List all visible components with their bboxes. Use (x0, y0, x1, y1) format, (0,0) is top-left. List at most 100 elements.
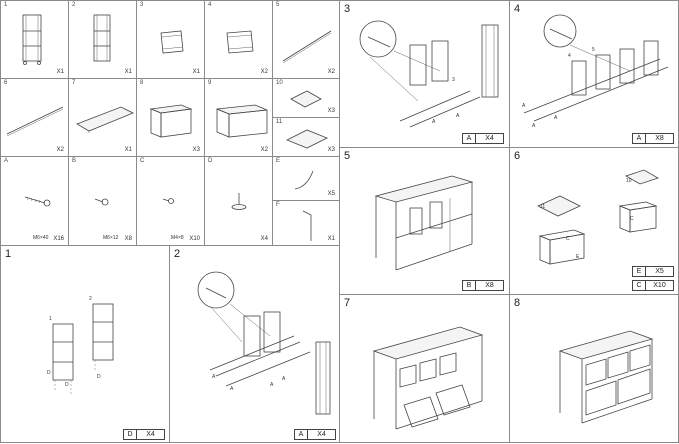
step-6-parts-tag-C: C X10 (632, 280, 674, 291)
tag-part: A (463, 134, 476, 143)
step-4-parts-tag: A X8 (632, 133, 674, 144)
part-qty: X3 (327, 147, 335, 153)
step-3-panel: 3 3 A A A X4 (339, 0, 510, 148)
callout-label: A (554, 115, 558, 121)
callout-label: C (566, 236, 570, 242)
part-7-panel: 7 X1 (68, 78, 137, 157)
part-number: 7 (72, 80, 76, 86)
hardware-A-panel: A M6×40 X16 (0, 156, 69, 246)
part-9-panel: 9 X2 (204, 78, 273, 157)
tag-part: A (633, 134, 646, 143)
callout-label: D (65, 382, 69, 388)
part-number: 11 (276, 119, 283, 125)
callout-label: 10 (626, 178, 632, 184)
callout-label: A (456, 113, 460, 119)
hardware-spec: M4×8 (171, 235, 184, 241)
side-frame-drawing (22, 14, 42, 65)
step-6-parts-tag-E: E X5 (632, 266, 674, 277)
tag-qty: X5 (655, 268, 664, 275)
hardware-qty: X8 (124, 236, 132, 242)
part-number: 6 (4, 80, 8, 86)
callout-label: 11 (540, 204, 546, 210)
step-number: 7 (344, 297, 351, 309)
step-5-panel: 5 B X8 (339, 147, 510, 295)
part-10-panel: 10 X3 (272, 78, 340, 118)
hardware-qty: X1 (327, 236, 335, 242)
step-3-parts-tag: A X4 (462, 133, 504, 144)
part-number: 4 (208, 2, 212, 8)
side-frame-drawing (93, 14, 111, 62)
long-bolt-drawing (24, 196, 51, 207)
part-1-panel: 1 X1 (0, 0, 69, 79)
hardware-spec: M6×40 (33, 235, 49, 241)
part-number: 1 (4, 2, 8, 8)
small-frame-drawing (160, 30, 184, 54)
callout-label: E (576, 254, 580, 260)
callout-label: A (212, 374, 216, 380)
step-1-panel: 1 1 2 D D D D X4 (0, 245, 170, 443)
part-qty: X1 (192, 69, 200, 75)
callout-label: D (47, 370, 51, 376)
callout-label: 1 (49, 316, 52, 322)
part-qty: X2 (260, 69, 268, 75)
step-4-panel: 4 4 5 A A A A X8 (509, 0, 679, 148)
step-2-panel: 2 A A A A A X4 (169, 245, 340, 443)
tag-part: E (633, 267, 646, 276)
callout-label: 3 (452, 77, 455, 83)
part-qty: X1 (124, 147, 132, 153)
long-rod-drawing (6, 106, 64, 137)
part-8-panel: 8 X3 (136, 78, 205, 157)
part-11-panel: 11 X3 (272, 117, 340, 157)
step-1-drawing (52, 303, 114, 396)
step-6-panel: 6 10 11 C C E E X5 C X10 (509, 147, 679, 295)
part-4-panel: 4 X2 (204, 0, 273, 79)
tag-part: B (463, 281, 476, 290)
tag-part: A (295, 430, 308, 439)
callout-label: 5 (592, 47, 595, 53)
hardware-letter: A (4, 158, 9, 164)
step-7-panel: 7 (339, 294, 510, 443)
hardware-C-panel: C M4×8 X10 (136, 156, 205, 246)
hardware-letter: D (208, 158, 213, 164)
part-qty: X1 (124, 69, 132, 75)
tag-qty: X4 (485, 135, 494, 142)
handle-drawing (294, 170, 314, 190)
part-number: 9 (208, 80, 212, 86)
callout-label: A (532, 123, 536, 129)
step-8-panel: 8 (509, 294, 679, 443)
callout-label: A (282, 376, 286, 382)
part-qty: X3 (192, 147, 200, 153)
hardware-qty: X10 (189, 236, 200, 242)
part-6-panel: 6 X2 (0, 78, 69, 157)
callout-label: D (97, 374, 101, 380)
callout-label: 2 (89, 296, 92, 302)
step-8-drawing (558, 330, 654, 424)
step-2-parts-tag: A X4 (294, 429, 336, 440)
step-1-parts-tag: D X4 (123, 429, 165, 440)
tag-qty: X8 (655, 135, 664, 142)
callout-label: A (522, 103, 526, 109)
part-qty: X2 (56, 147, 64, 153)
tag-qty: X4 (317, 431, 326, 438)
hardware-qty: X16 (53, 236, 64, 242)
tag-qty: X4 (146, 431, 155, 438)
tag-part: D (124, 430, 137, 439)
hardware-letter: C (140, 158, 145, 164)
step-number: 8 (514, 297, 521, 309)
part-number: 10 (276, 80, 283, 86)
hardware-qty: X4 (260, 236, 268, 242)
part-3-panel: 3 X1 (136, 0, 205, 79)
hardware-B-panel: B M6×12 X8 (68, 156, 137, 246)
short-bolt-drawing (94, 198, 109, 206)
step-4-drawing (523, 14, 669, 122)
small-panel-drawing (290, 90, 322, 108)
hardware-letter: E (276, 158, 281, 164)
step-number: 4 (514, 3, 521, 15)
hardware-spec: M6×12 (103, 235, 119, 241)
part-number: 5 (276, 2, 280, 8)
hardware-F-panel: F X1 (272, 200, 340, 246)
hardware-qty: X5 (327, 191, 335, 197)
step-3-drawing (359, 20, 499, 128)
step-number: 5 (344, 150, 351, 162)
hardware-letter: B (72, 158, 77, 164)
